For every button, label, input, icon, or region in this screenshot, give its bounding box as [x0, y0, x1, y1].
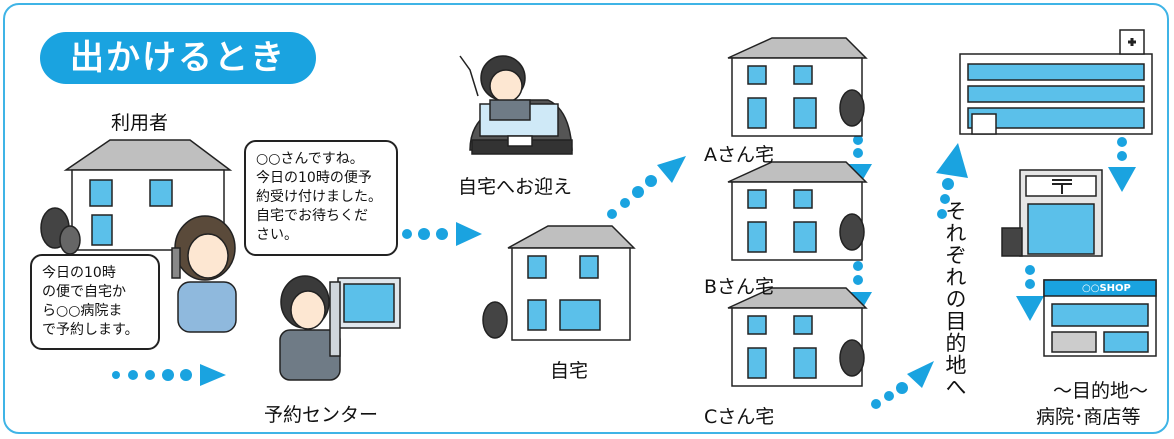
home-illustration [482, 225, 636, 341]
user-label: 利用者 [111, 112, 169, 134]
pickup-car-illustration [459, 55, 573, 155]
house-c-label: Cさん宅 [704, 406, 775, 428]
bubble-line: さい。 [256, 227, 298, 243]
house-a-label: Aさん宅 [704, 144, 774, 166]
shop-sign-text: ○○SHOP [1082, 283, 1131, 294]
house-c-illustration [727, 287, 868, 387]
reservation-center-label: 予約センター [264, 404, 379, 426]
arrow-home-to-house-a [607, 156, 686, 219]
arrow-up-to-hospital [936, 143, 968, 219]
bubble-line: 自宅でお待ちくだ [256, 208, 368, 224]
diagram-frame [3, 3, 1169, 434]
house-a-illustration [727, 37, 868, 137]
home-label: 自宅 [550, 360, 589, 382]
arrow-center-to-home [402, 222, 482, 246]
bubble-line: で予約します。 [42, 322, 139, 338]
arrow-user-to-center [112, 364, 226, 386]
bubble-line: 今日の10時の便予 [256, 170, 372, 186]
destinations-vertical-label: それぞれの目的地へ [943, 200, 967, 398]
center-speech-bubble: ○○さんですね。 今日の10時の便予 約受け付けました。 自宅でお待ちくだ さい… [244, 140, 398, 256]
operator-illustration [279, 275, 401, 381]
bubble-line: ら○○病院ま [42, 303, 123, 319]
bubble-line: の便で自宅か [42, 284, 126, 300]
arrow-post-to-shop [1016, 265, 1044, 321]
shop-illustration [1043, 279, 1157, 357]
house-b-label: Bさん宅 [704, 276, 775, 298]
bubble-line: 今日の10時 [42, 265, 116, 281]
hospital-illustration [959, 29, 1153, 135]
arrow-house-c-to-destination [871, 361, 934, 409]
pickup-label: 自宅へお迎え [458, 176, 573, 198]
house-b-illustration [727, 161, 868, 261]
user-speech-bubble: 今日の10時 の便で自宅か ら○○病院ま で予約します。 [30, 254, 160, 350]
destination-heading: ～目的地～ [1053, 380, 1149, 402]
section-title: 出かけるとき [40, 32, 316, 84]
user-woman-illustration [171, 215, 237, 333]
destination-examples: 病院･商店等 [1036, 406, 1141, 428]
arrow-hospital-to-post [1108, 137, 1136, 192]
bubble-line: ○○さんですね。 [256, 151, 364, 167]
bubble-line: 約受け付けました。 [256, 189, 382, 205]
post-office-illustration [1001, 169, 1103, 257]
